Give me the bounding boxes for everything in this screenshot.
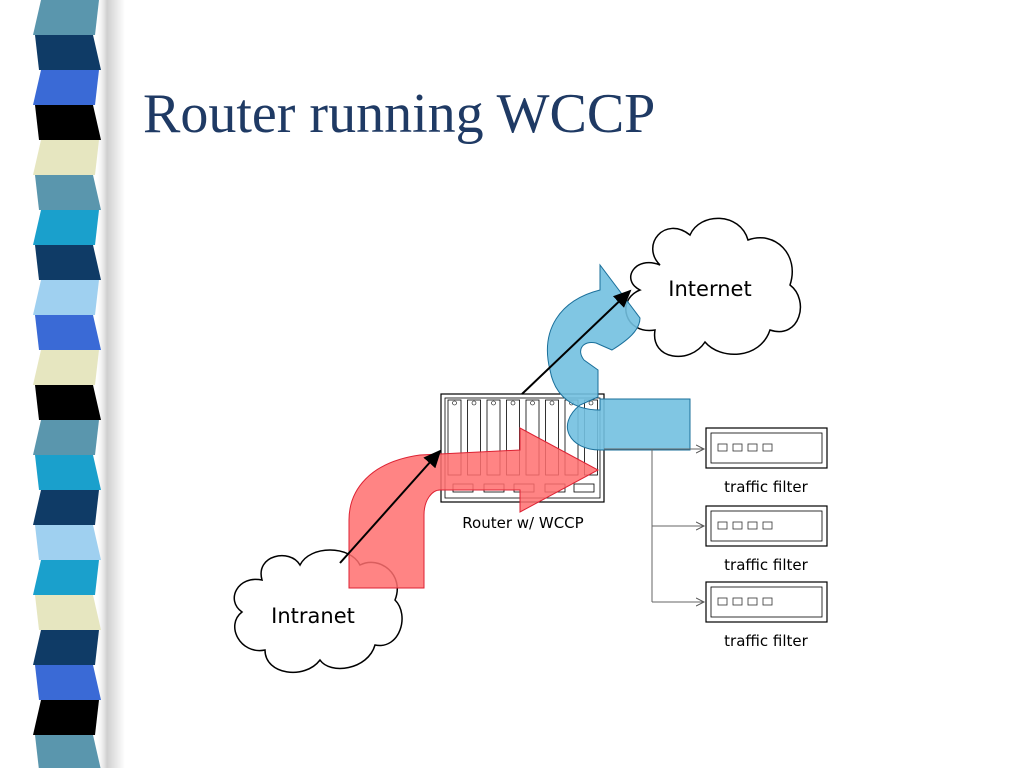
- stripe-block: [33, 630, 99, 665]
- stripe-block: [35, 105, 101, 140]
- filter-led-icon: [747, 597, 758, 606]
- stripe-block: [35, 735, 101, 768]
- stripe-block: [35, 525, 101, 560]
- stripe-block: [35, 665, 101, 700]
- intranet-label: Intranet: [271, 604, 355, 628]
- stripe-block: [33, 700, 99, 735]
- stripe-block: [35, 455, 101, 490]
- stripe-block: [35, 385, 101, 420]
- router-slot-led: [530, 400, 535, 406]
- filter-led-icon: [762, 443, 773, 452]
- stripe-block: [33, 560, 99, 595]
- filter-label-2: traffic filter: [724, 556, 808, 574]
- stripe-block: [35, 315, 101, 350]
- filter-led-icon: [762, 597, 773, 606]
- filter-label-3: traffic filter: [724, 632, 808, 650]
- filter-led-icon: [762, 521, 773, 530]
- stripe-block: [33, 0, 99, 35]
- router-slot-led: [510, 400, 516, 406]
- stripe-block: [33, 490, 99, 525]
- router-slot-led: [588, 400, 594, 406]
- filter-inner: [710, 432, 823, 464]
- filter-box: [705, 427, 828, 469]
- stripe-block: [35, 595, 101, 630]
- router-slot-led: [491, 400, 496, 406]
- filter-led-icon: [732, 443, 743, 452]
- router-label: Router w/ WCCP: [462, 514, 583, 532]
- stripe-block: [33, 280, 99, 315]
- side-stripe-bar: [33, 0, 125, 768]
- filter-box: [705, 581, 828, 623]
- filter-led-icon: [717, 597, 728, 606]
- traffic-filter-2: traffic filter: [705, 505, 828, 574]
- filter-inner: [710, 510, 823, 542]
- stripe-block: [33, 350, 99, 385]
- stripe-block: [33, 420, 99, 455]
- router-to-internet-line: [521, 289, 632, 395]
- internet-cloud: Internet: [625, 217, 801, 358]
- filter-led-icon: [747, 521, 758, 530]
- stripe-block: [33, 140, 99, 175]
- router-slot-led: [549, 400, 555, 406]
- filter-led-icon: [732, 521, 743, 530]
- stripe-blocks: [33, 0, 101, 768]
- stripe-block: [35, 245, 101, 280]
- traffic-filter-1: traffic filter: [705, 427, 828, 496]
- internet-label: Internet: [668, 277, 751, 301]
- filter-led-icon: [717, 521, 728, 530]
- page-title: Router running WCCP: [143, 83, 656, 145]
- stripe-shadow: [95, 0, 125, 768]
- filter-box: [705, 505, 828, 547]
- stripe-block: [35, 175, 101, 210]
- filter-label-1: traffic filter: [724, 478, 808, 496]
- filter-inner: [710, 586, 823, 618]
- filter-led-icon: [747, 443, 758, 452]
- filter-led-icon: [717, 443, 728, 452]
- router-slot-led: [452, 400, 457, 406]
- filter-led-icon: [732, 597, 743, 606]
- red-arrow-intranet-flow: [348, 427, 600, 589]
- traffic-filter-3: traffic filter: [705, 581, 828, 650]
- stripe-block: [35, 35, 101, 70]
- router-port: [573, 483, 595, 493]
- blue-arrow-internet-flow: [546, 263, 691, 451]
- router-slot-led: [471, 400, 477, 406]
- intranet-to-router-line: [339, 449, 442, 564]
- stripe-block: [33, 70, 99, 105]
- filter-connectors: [604, 449, 704, 602]
- stripe-block: [33, 210, 99, 245]
